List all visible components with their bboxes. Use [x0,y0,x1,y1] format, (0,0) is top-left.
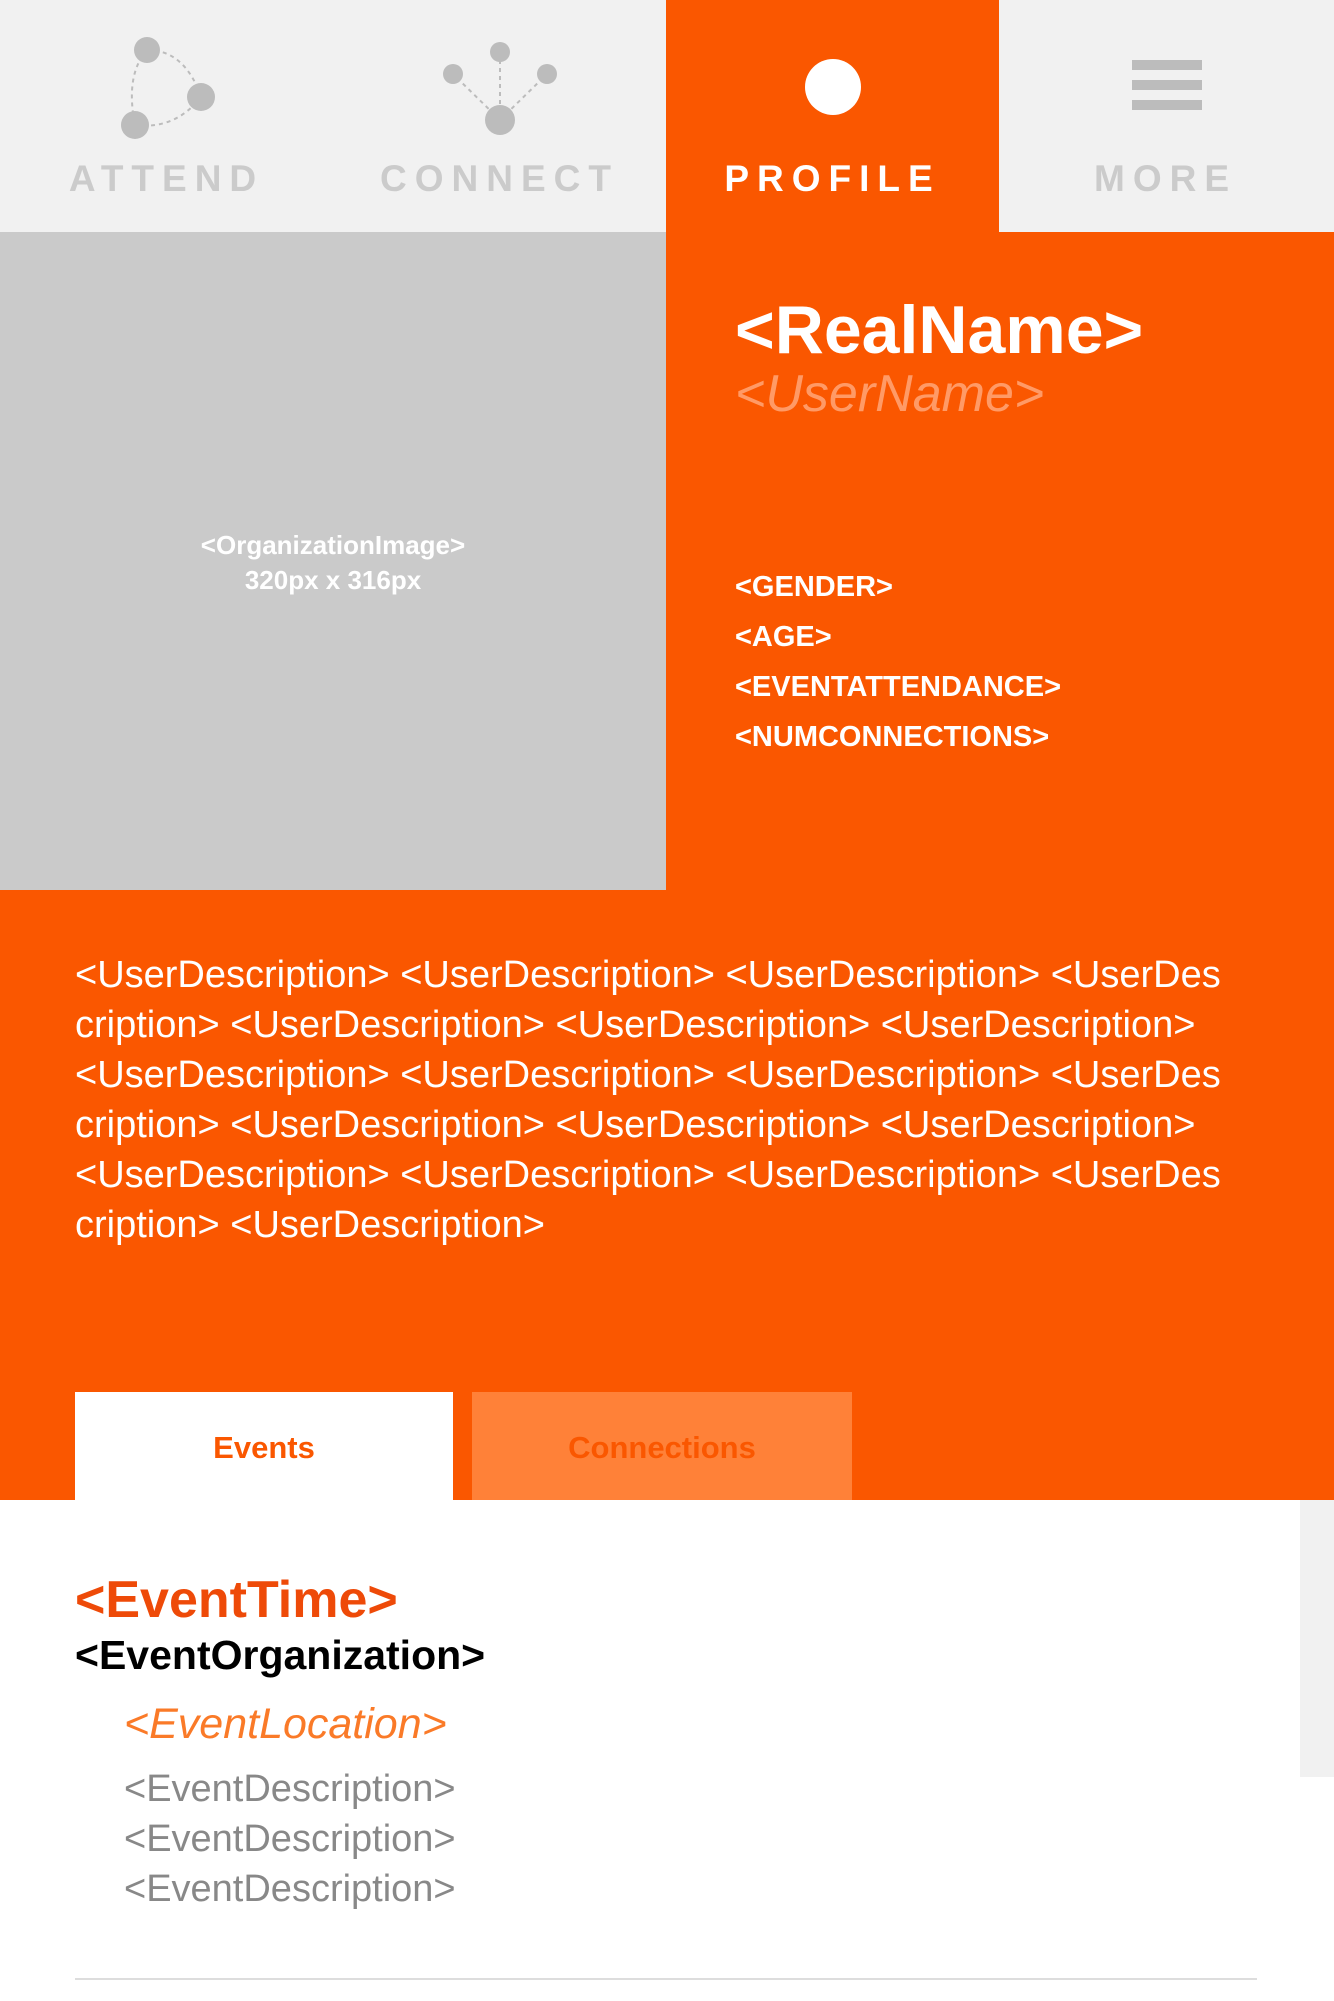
scrollbar[interactable] [1300,1500,1334,1777]
nav-tab-attend[interactable]: ATTEND [0,0,333,232]
tab-connections-label: Connections [568,1430,756,1465]
profile-info-panel [666,232,1334,890]
user-name: <UserName> [735,365,1045,423]
stat-gender: <GENDER> [735,571,893,603]
organization-image-label: <OrganizationImage> [200,530,466,560]
stat-age: <AGE> [735,621,832,653]
profile-dot-icon [805,59,861,115]
real-name: <RealName> [735,292,1144,368]
nav-label-profile: PROFILE [724,158,941,199]
event-time: <EventTime> [75,1571,398,1629]
event-description: <EventDescription> <EventDescription> <E… [124,1764,456,1914]
nav-tab-more[interactable]: MORE [999,0,1332,232]
event-organization[interactable]: <EventOrganization> [75,1632,486,1678]
stat-num-connections: <NUMCONNECTIONS> [735,721,1050,753]
list-divider [75,1978,1257,1980]
tab-connections[interactable]: Connections [472,1392,852,1500]
nav-label-more: MORE [1094,158,1237,199]
nav-label-attend: ATTEND [68,158,265,199]
top-nav-bar: ATTEND CONNECT PROFILE MORE [0,0,1334,232]
event-description-line: <EventDescription> [124,1818,456,1860]
event-location: <EventLocation> [124,1700,447,1748]
tab-events[interactable]: Events [75,1392,453,1500]
attend-cycle-icon [121,37,215,139]
organization-image-placeholder: <OrganizationImage> 320px x 316px [0,232,666,890]
event-description-line: <EventDescription> [124,1768,456,1810]
nav-tab-connect[interactable]: CONNECT [333,0,666,232]
tab-events-label: Events [213,1430,315,1465]
user-description: <UserDescription> <UserDescription> <Use… [75,954,1221,1246]
connect-network-icon [443,42,557,135]
stat-event-attendance: <EVENTATTENDANCE> [735,671,1062,703]
nav-label-connect: CONNECT [380,158,619,199]
profile-stats: <GENDER> <AGE> <EVENTATTENDANCE> <NUMCON… [735,562,1061,762]
organization-image-caption: <OrganizationImage> 320px x 316px [0,528,666,598]
event-description-line: <EventDescription> [124,1868,456,1910]
nav-tab-profile[interactable]: PROFILE [666,0,999,232]
hamburger-menu-icon [1132,60,1202,110]
organization-image-size: 320px x 316px [244,565,422,595]
